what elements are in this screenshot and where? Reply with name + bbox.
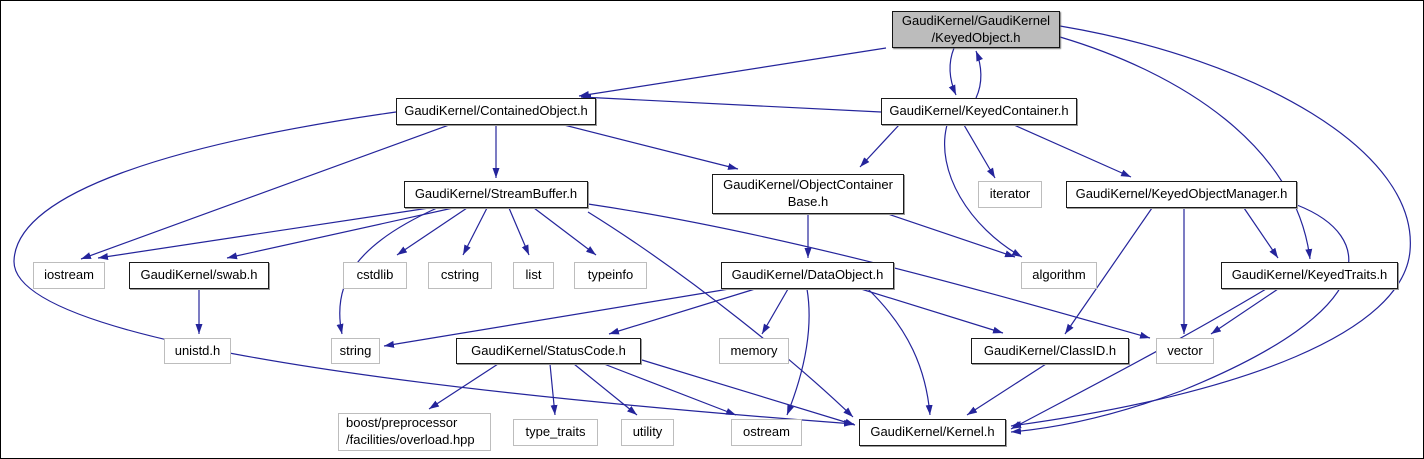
edge-status-code-h-to-ostream [603, 363, 737, 416]
edge-status-code-h-to-boost-overload-hpp [428, 363, 499, 410]
node-iostream: iostream [33, 262, 105, 289]
node-label-swab-h: GaudiKernel/swab.h [140, 267, 258, 283]
node-boost-overload-hpp: boost/preprocessor /facilities/overload.… [338, 413, 491, 451]
edge-contained-object-h-to-kernel-h [13, 111, 855, 427]
node-object-container-base-h[interactable]: GaudiKernel/ObjectContainer Base.h [712, 174, 904, 214]
node-keyed-object-manager-h[interactable]: GaudiKernel/KeyedObjectManager.h [1066, 181, 1297, 208]
node-label-memory: memory [730, 342, 778, 358]
node-label-ostream: ostream [743, 424, 790, 440]
node-label-object-container-base-h: GaudiKernel/ObjectContainer Base.h [723, 177, 893, 209]
edge-keyed-container-h-to-keyed-object-h [975, 50, 983, 99]
edge-keyed-object-manager-h-to-class-id-h [1064, 207, 1153, 335]
node-unistd-h: unistd.h [164, 338, 231, 364]
edge-status-code-h-to-type-traits [549, 363, 558, 416]
node-label-iterator: iterator [989, 186, 1031, 202]
node-label-keyed-object-h: GaudiKernel/GaudiKernel /KeyedObject.h [901, 12, 1051, 45]
node-string: string [331, 338, 380, 364]
edge-contained-object-h-to-object-container-base-h [563, 124, 739, 170]
edge-keyed-container-h-to-algorithm [943, 124, 1023, 258]
node-label-kernel-h: GaudiKernel/Kernel.h [870, 424, 995, 440]
edge-keyed-object-h-to-contained-object-h [578, 47, 887, 98]
edge-keyed-object-manager-h-to-keyed-traits-h [1243, 207, 1279, 259]
node-utility: utility [621, 419, 674, 446]
node-label-vector: vector [1167, 342, 1203, 358]
node-kernel-h[interactable]: GaudiKernel/Kernel.h [859, 419, 1006, 446]
node-label-cstdlib: cstdlib [356, 267, 394, 283]
node-type-traits: type_traits [513, 419, 598, 446]
node-stream-buffer-h[interactable]: GaudiKernel/StreamBuffer.h [404, 181, 588, 208]
node-label-typeinfo: typeinfo [587, 267, 634, 283]
edge-stream-buffer-h-to-swab-h [226, 207, 454, 260]
edge-keyed-object-h-to-keyed-container-h [948, 47, 957, 96]
node-label-keyed-object-manager-h: GaudiKernel/KeyedObjectManager.h [1075, 186, 1288, 202]
node-label-utility: utility [632, 424, 663, 440]
node-label-string: string [339, 342, 372, 358]
node-cstdlib: cstdlib [343, 262, 407, 289]
edge-status-code-h-to-utility [573, 363, 638, 416]
edge-keyed-container-h-to-contained-object-h [580, 94, 882, 113]
edge-keyed-object-h-to-keyed-traits-h [1059, 36, 1313, 260]
node-data-object-h[interactable]: GaudiKernel/DataObject.h [721, 262, 894, 289]
node-label-contained-object-h: GaudiKernel/ContainedObject.h [404, 103, 588, 119]
edge-data-object-h-to-ostream [786, 288, 810, 416]
node-label-cstring: cstring [440, 267, 480, 283]
node-status-code-h[interactable]: GaudiKernel/StatusCode.h [456, 338, 641, 364]
node-label-status-code-h: GaudiKernel/StatusCode.h [471, 342, 626, 358]
edge-keyed-object-manager-h-to-kernel-h [1010, 204, 1350, 435]
node-label-stream-buffer-h: GaudiKernel/StreamBuffer.h [414, 186, 578, 202]
node-swab-h[interactable]: GaudiKernel/swab.h [129, 262, 269, 289]
node-keyed-object-h: GaudiKernel/GaudiKernel /KeyedObject.h [892, 11, 1060, 48]
edge-data-object-h-to-class-id-h [860, 288, 1004, 334]
node-iterator: iterator [978, 181, 1042, 208]
edge-data-object-h-to-status-code-h [608, 288, 756, 335]
edge-data-object-h-to-kernel-h [867, 288, 933, 416]
edge-stream-buffer-h-to-cstdlib [396, 207, 468, 256]
edge-keyed-object-h-to-kernel-h [1010, 25, 1411, 429]
edge-group [13, 25, 1411, 435]
node-label-iostream: iostream [44, 267, 94, 283]
node-class-id-h[interactable]: GaudiKernel/ClassID.h [971, 338, 1129, 364]
edge-keyed-traits-h-to-kernel-h [1010, 288, 1267, 430]
node-label-algorithm: algorithm [1032, 267, 1086, 283]
node-ostream: ostream [731, 419, 802, 446]
node-label-boost-overload-hpp: boost/preprocessor /facilities/overload.… [346, 415, 475, 447]
node-label-type-traits: type_traits [525, 424, 586, 440]
edge-stream-buffer-h-to-cstring [462, 207, 488, 256]
edge-keyed-container-h-to-keyed-object-manager-h [1013, 124, 1132, 178]
node-list: list [513, 262, 554, 289]
node-memory: memory [719, 338, 789, 364]
node-keyed-traits-h[interactable]: GaudiKernel/KeyedTraits.h [1221, 262, 1398, 289]
edge-class-id-h-to-kernel-h [966, 363, 1047, 416]
edge-contained-object-h-to-iostream [80, 124, 450, 260]
edge-stream-buffer-h-to-kernel-h [587, 211, 854, 418]
edge-keyed-traits-h-to-vector [1210, 288, 1279, 335]
node-keyed-container-h[interactable]: GaudiKernel/KeyedContainer.h [881, 98, 1077, 125]
edge-stream-buffer-h-to-typeinfo [533, 207, 597, 256]
edge-data-object-h-to-memory [761, 288, 789, 335]
node-label-unistd-h: unistd.h [174, 342, 221, 358]
node-label-list: list [525, 267, 542, 283]
node-vector: vector [1156, 338, 1214, 364]
node-label-data-object-h: GaudiKernel/DataObject.h [731, 267, 884, 283]
edge-stream-buffer-h-to-list [508, 207, 530, 256]
edge-keyed-container-h-to-object-container-base-h [859, 124, 900, 168]
edge-object-container-base-h-to-algorithm [887, 213, 1016, 258]
node-label-keyed-container-h: GaudiKernel/KeyedContainer.h [889, 103, 1069, 119]
edge-status-code-h-to-kernel-h [641, 359, 856, 426]
edge-data-object-h-to-string [383, 288, 730, 348]
node-label-class-id-h: GaudiKernel/ClassID.h [983, 342, 1117, 358]
node-algorithm: algorithm [1021, 262, 1097, 289]
node-typeinfo: typeinfo [574, 262, 647, 289]
edge-stream-buffer-h-to-iostream [97, 207, 430, 260]
node-cstring: cstring [428, 262, 492, 289]
node-label-keyed-traits-h: GaudiKernel/KeyedTraits.h [1231, 267, 1388, 283]
node-contained-object-h[interactable]: GaudiKernel/ContainedObject.h [396, 98, 596, 125]
edge-keyed-container-h-to-iterator [963, 124, 996, 179]
